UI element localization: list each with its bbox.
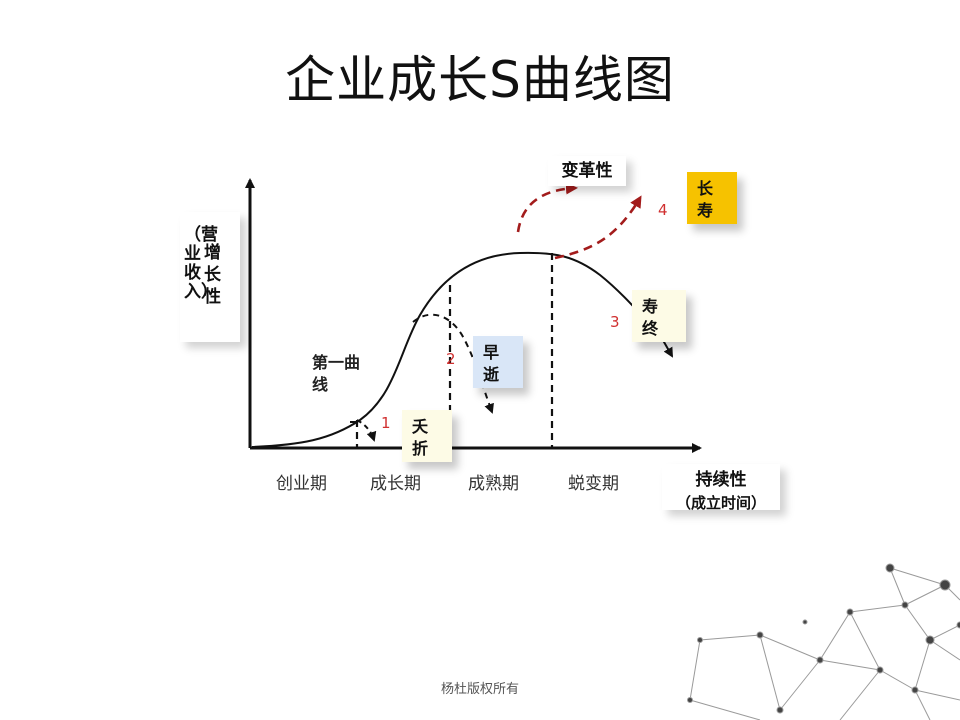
stage-label-growth: 成长期 (370, 474, 421, 494)
outcome-3-label: 寿终 (642, 297, 659, 338)
y-axis-label: 增长性 (204, 243, 221, 307)
page-title: 企业成长S曲线图 (285, 51, 675, 109)
curve-label: 第一曲线 (312, 353, 361, 394)
branch-2-arrow (412, 313, 494, 414)
outcome-1-number: 1 (381, 414, 391, 432)
outcome-2-number: 2 (446, 350, 456, 368)
outcome-2-box: 早逝 (473, 336, 523, 388)
outcome-3-number: 3 (610, 313, 620, 331)
outcome-4-number: 4 (658, 201, 668, 219)
outcome-2-label: 早逝 (483, 343, 500, 384)
network-decoration (687, 563, 960, 720)
outcome-3-box: 寿终 (632, 290, 686, 342)
transform-arrow-1 (516, 182, 578, 233)
x-axis-sublabel: （成立时间） (675, 494, 766, 512)
stage-label-startup: 创业期 (276, 474, 327, 494)
outcome-4-box: 长寿 (687, 172, 737, 224)
stage-label-transform: 蜕变期 (568, 474, 619, 494)
transform-label: 变革性 (548, 156, 626, 186)
s-curve (251, 251, 661, 448)
y-axis-sublabel: （营业收入） (184, 225, 218, 302)
x-axis-label-box: 持续性 （成立时间） (662, 464, 780, 512)
transform-arrow-2 (554, 195, 642, 260)
y-axis-label-box: 增长性 （营业收入） (180, 212, 240, 342)
outcome-1-box: 夭折 (402, 410, 452, 462)
x-axis-label: 持续性 (695, 470, 747, 490)
outcome-4-label: 长寿 (697, 179, 714, 220)
stage-label-mature: 成熟期 (468, 474, 519, 494)
outcome-1-label: 夭折 (412, 417, 429, 458)
copyright-footer: 杨杜版权所有 (440, 682, 519, 697)
branch-1-arrow (356, 419, 377, 442)
